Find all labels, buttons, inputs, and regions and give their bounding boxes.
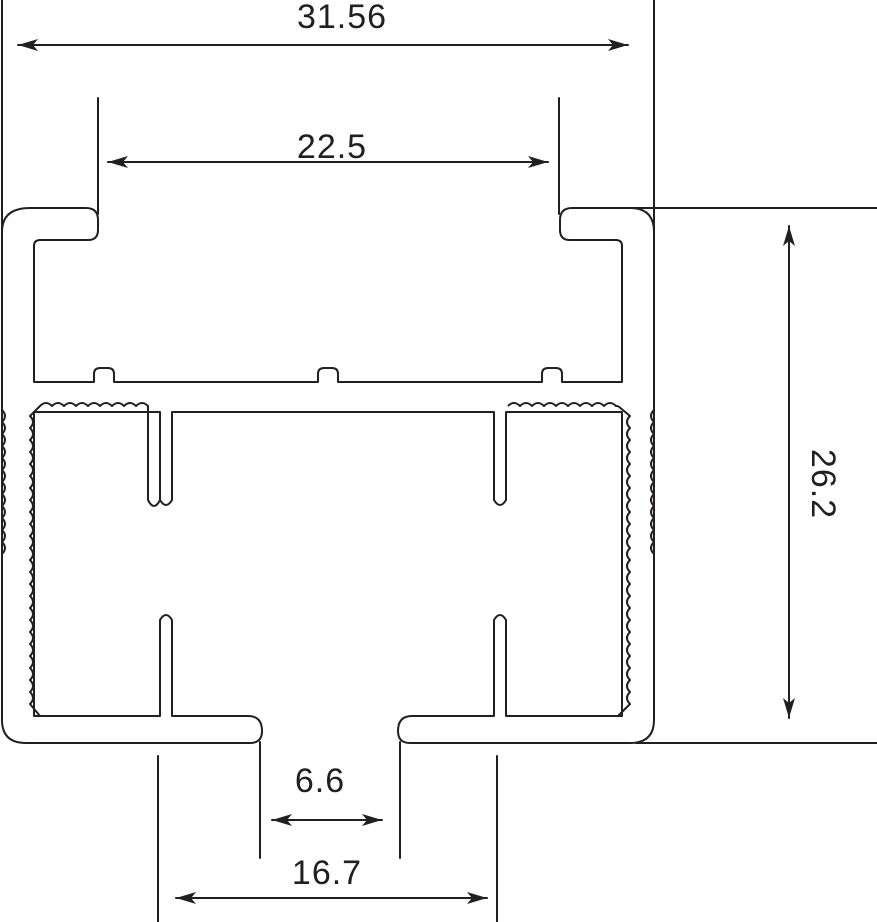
profile-right-serration bbox=[650, 409, 655, 555]
dimension-lines bbox=[17, 39, 795, 904]
dim-label-slot-width: 6.6 bbox=[295, 762, 345, 800]
profile-left-chamber bbox=[29, 402, 161, 717]
aluminium-profile bbox=[1, 207, 655, 744]
dim-label-top-opening: 22.5 bbox=[297, 128, 367, 166]
profile-right-chamber bbox=[507, 402, 631, 717]
profile-left-serration bbox=[1, 409, 6, 555]
profile-outer-contour bbox=[1, 207, 655, 744]
dimension-labels: 31.56 22.5 26.2 6.6 16.7 bbox=[292, 0, 842, 892]
dim-label-overall-width: 31.56 bbox=[297, 0, 387, 36]
dim-label-bottom-width: 16.7 bbox=[292, 854, 362, 892]
dim-label-height: 26.2 bbox=[804, 449, 842, 519]
